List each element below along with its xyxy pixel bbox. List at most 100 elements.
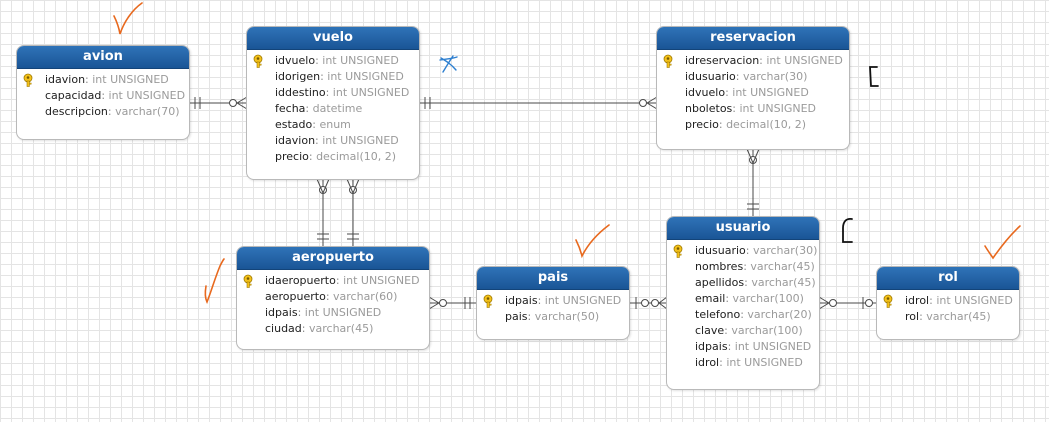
field-type: varchar(20) — [747, 308, 812, 321]
field-row[interactable]: precio: decimal(10, 2) — [251, 149, 415, 165]
field-type: int UNSIGNED — [726, 356, 803, 369]
field-row[interactable]: idavion: int UNSIGNED — [251, 133, 415, 149]
field-row[interactable]: idusuario: varchar(30) — [661, 69, 845, 85]
field-type: int UNSIGNED — [108, 89, 186, 102]
field-row[interactable]: aeropuerto: varchar(60) — [241, 289, 425, 305]
field-name: idusuario — [695, 244, 746, 257]
field-name: telefono — [695, 308, 741, 321]
field-row[interactable]: idavion: int UNSIGNED — [21, 72, 185, 88]
field-row[interactable]: idrol: int UNSIGNED — [881, 293, 1015, 309]
field-row[interactable]: clave: varchar(100) — [671, 323, 815, 339]
field-name: capacidad — [45, 89, 102, 102]
entity-title[interactable]: avion — [17, 46, 189, 69]
entity-usuario[interactable]: usuario idusuario: varchar(30)nombres: v… — [666, 216, 820, 390]
field-row[interactable]: nombres: varchar(45) — [671, 259, 815, 275]
field-row[interactable]: email: varchar(100) — [671, 291, 815, 307]
field-name: idusuario — [685, 70, 736, 83]
field-separator: : — [718, 118, 727, 131]
field-separator: : — [732, 102, 740, 115]
field-name: idvuelo — [685, 86, 726, 99]
field-separator: : — [101, 89, 109, 102]
field-type: decimal(10, 2) — [316, 150, 397, 163]
entity-title[interactable]: aeropuerto — [237, 247, 429, 270]
field-separator: : — [725, 292, 733, 305]
field-type: varchar(60) — [333, 290, 398, 303]
field-separator: : — [744, 276, 752, 289]
field-type: varchar(100) — [732, 292, 804, 305]
entity-title[interactable]: pais — [477, 267, 629, 290]
rel-vuelo-reservacion — [419, 96, 658, 110]
field-row[interactable]: idrol: int UNSIGNED — [671, 355, 815, 371]
field-row[interactable]: idorigen: int UNSIGNED — [251, 69, 415, 85]
field-row[interactable]: descripcion: varchar(70) — [21, 104, 185, 120]
field-name: nboletos — [685, 102, 733, 115]
field-row[interactable]: pais: varchar(50) — [481, 309, 625, 325]
field-row[interactable]: apellidos: varchar(45) — [671, 275, 816, 291]
checkmark-annotation-aeropuerto — [204, 258, 225, 304]
field-row[interactable]: capacidad: int UNSIGNED — [21, 88, 185, 104]
field-separator: : — [740, 308, 748, 321]
field-row[interactable]: iddestino: int UNSIGNED — [251, 85, 415, 101]
rel-usuario-reservacion — [746, 148, 760, 217]
field-type: decimal(10, 2) — [726, 118, 807, 131]
field-row[interactable]: rol: varchar(45) — [881, 309, 1015, 325]
field-row[interactable]: idvuelo: int UNSIGNED — [661, 85, 845, 101]
field-row[interactable]: idvuelo: int UNSIGNED — [251, 53, 415, 69]
rel-pais-usuario — [629, 296, 668, 310]
primary-key-icon — [23, 73, 33, 87]
field-row[interactable]: idpais: int UNSIGNED — [241, 305, 425, 321]
field-type: int UNSIGNED — [92, 73, 169, 86]
field-name: idpais — [695, 340, 728, 353]
field-name: idaeropuerto — [265, 274, 336, 287]
field-name: idvuelo — [275, 54, 316, 67]
field-type: int UNSIGNED — [732, 86, 809, 99]
entity-title[interactable]: vuelo — [247, 27, 419, 50]
field-row[interactable]: telefono: varchar(20) — [671, 307, 815, 323]
field-row[interactable]: nboletos: int UNSIGNED — [661, 101, 845, 117]
field-row[interactable]: idpais: int UNSIGNED — [671, 339, 815, 355]
field-type: int UNSIGNED — [734, 340, 812, 353]
field-row[interactable]: idpais: int UNSIGNED — [481, 293, 625, 309]
field-row[interactable]: idusuario: varchar(30) — [671, 243, 817, 259]
field-row[interactable]: precio: decimal(10, 2) — [661, 117, 845, 133]
bracket-annotation-reservacion — [869, 66, 879, 87]
field-separator: : — [537, 294, 545, 307]
checkmark-annotation-pais — [575, 224, 610, 259]
field-row[interactable]: idreservacion: int UNSIGNED — [661, 53, 845, 69]
field-type: varchar(30) — [742, 70, 808, 83]
field-separator: : — [325, 290, 334, 303]
field-separator: : — [315, 134, 323, 147]
field-type: int UNSIGNED — [304, 306, 382, 319]
field-separator: : — [301, 322, 309, 335]
field-type: int UNSIGNED — [343, 274, 420, 287]
field-name: rol — [905, 310, 920, 323]
field-name: apellidos — [695, 276, 745, 289]
field-separator: : — [719, 356, 727, 369]
field-row[interactable]: fecha: datetime — [251, 101, 415, 117]
field-type: int UNSIGNED — [327, 70, 404, 83]
field-row[interactable]: idaeropuerto: int UNSIGNED — [241, 273, 425, 289]
field-name: nombres — [695, 260, 744, 273]
bracket-annotation-usuario — [842, 217, 853, 243]
field-row[interactable]: ciudad: varchar(45) — [241, 321, 425, 337]
field-type: datetime — [312, 102, 363, 115]
checkmark-annotation-rol — [984, 225, 1021, 260]
entity-title[interactable]: rol — [877, 267, 1019, 290]
entity-title[interactable]: usuario — [667, 217, 819, 240]
entity-title[interactable]: reservacion — [657, 27, 849, 50]
field-row[interactable]: estado: enum — [251, 117, 415, 133]
rel-pais-aeropuerto — [428, 296, 477, 310]
field-separator: : — [735, 70, 743, 83]
field-separator: : — [725, 86, 733, 99]
rel-aeropuerto-vuelo-destino — [346, 178, 360, 247]
